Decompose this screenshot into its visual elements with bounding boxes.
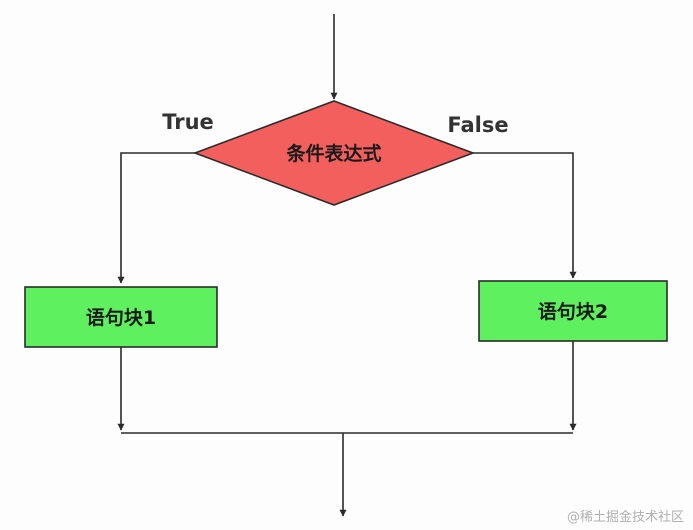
false-branch-connector (473, 152, 577, 279)
statement-block-1 (24, 286, 218, 348)
statement-block-1-label: 语句块1 (86, 306, 156, 329)
condition-diamond (192, 100, 476, 206)
watermark-text: @稀土掘金技术社区 (567, 509, 684, 525)
true-branch-label: True (162, 110, 214, 134)
true-branch-connector (117, 152, 195, 284)
condition-label: 条件表达式 (286, 142, 381, 165)
statement-block-2-label: 语句块2 (538, 300, 608, 323)
statement-block-2 (478, 280, 668, 342)
false-branch-label: False (447, 113, 508, 137)
